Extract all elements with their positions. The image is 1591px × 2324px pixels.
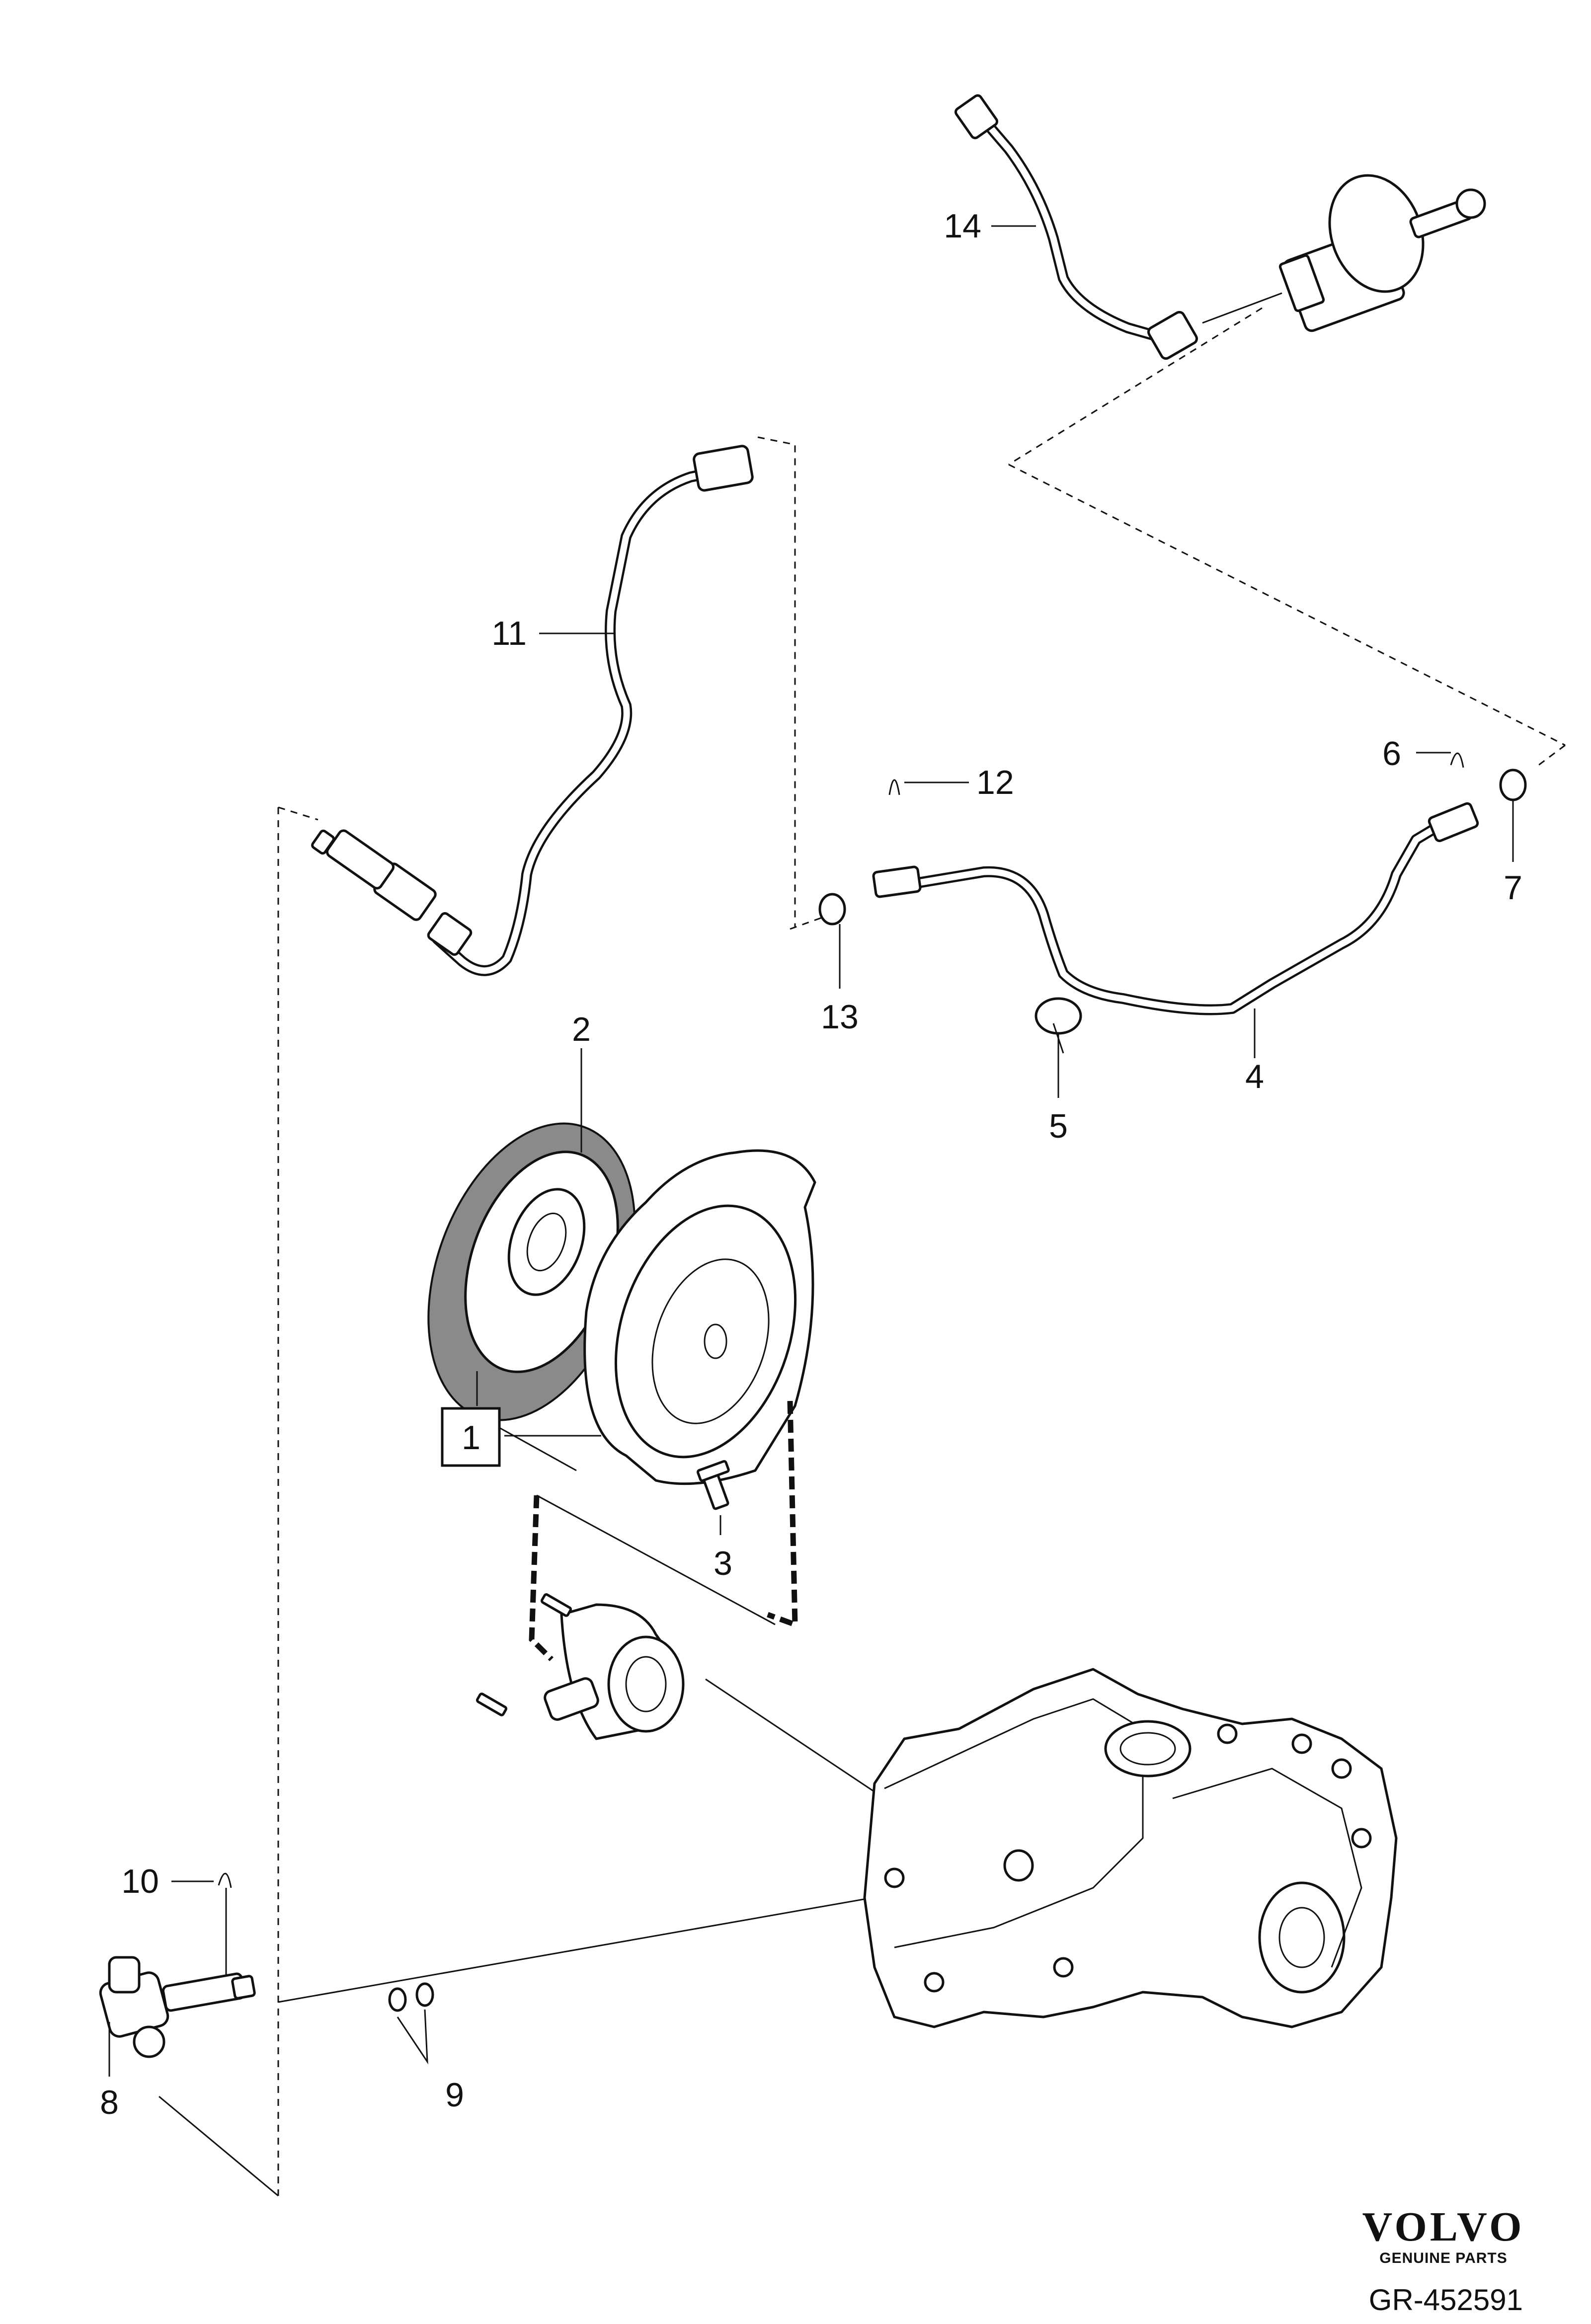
callout-8: 8	[100, 2084, 119, 2121]
bolt-3	[697, 1460, 730, 1510]
callout-labels: 1 2 3 4 5 6 7 8 9 10 11 12 13 14	[100, 207, 1522, 2121]
brand-logo-text: VOLVO	[1362, 2204, 1525, 2250]
manual-gearbox-housing	[863, 1668, 1398, 2028]
callout-13: 13	[821, 998, 859, 1036]
callout-6: 6	[1382, 735, 1401, 773]
callout-12: 12	[976, 764, 1014, 801]
clutch-master-cylinder-assembly	[954, 94, 1486, 360]
leader-lines	[108, 225, 1514, 2077]
pressure-plate-1	[583, 1149, 816, 1485]
clutch-kit-outline	[486, 1400, 798, 1661]
clutch-disc-2	[427, 1122, 636, 1421]
clutch-pressure-line-11	[311, 445, 754, 976]
callout-9: 9	[445, 2076, 464, 2114]
callout-7: 7	[1504, 869, 1522, 907]
bleed-connector-8	[99, 1956, 256, 2058]
clutch-line-4	[872, 802, 1479, 1054]
release-bearing-slave-cylinder	[476, 1593, 685, 1740]
volvo-branding: VOLVO GENUINE PARTS GR-452591	[1362, 2204, 1525, 2317]
callout-1: 1	[462, 1419, 480, 1457]
callout-10: 10	[121, 1862, 159, 1900]
callout-5: 5	[1049, 1107, 1068, 1145]
callout-1-box	[441, 1407, 501, 1467]
callout-11: 11	[491, 615, 527, 652]
diagram-reference: GR-452591	[1369, 2283, 1523, 2317]
callout-3: 3	[714, 1545, 732, 1582]
brand-tagline: GENUINE PARTS	[1379, 2250, 1507, 2266]
callout-4: 4	[1245, 1058, 1264, 1095]
callout-2: 2	[572, 1010, 591, 1048]
callout-14: 14	[944, 207, 981, 245]
